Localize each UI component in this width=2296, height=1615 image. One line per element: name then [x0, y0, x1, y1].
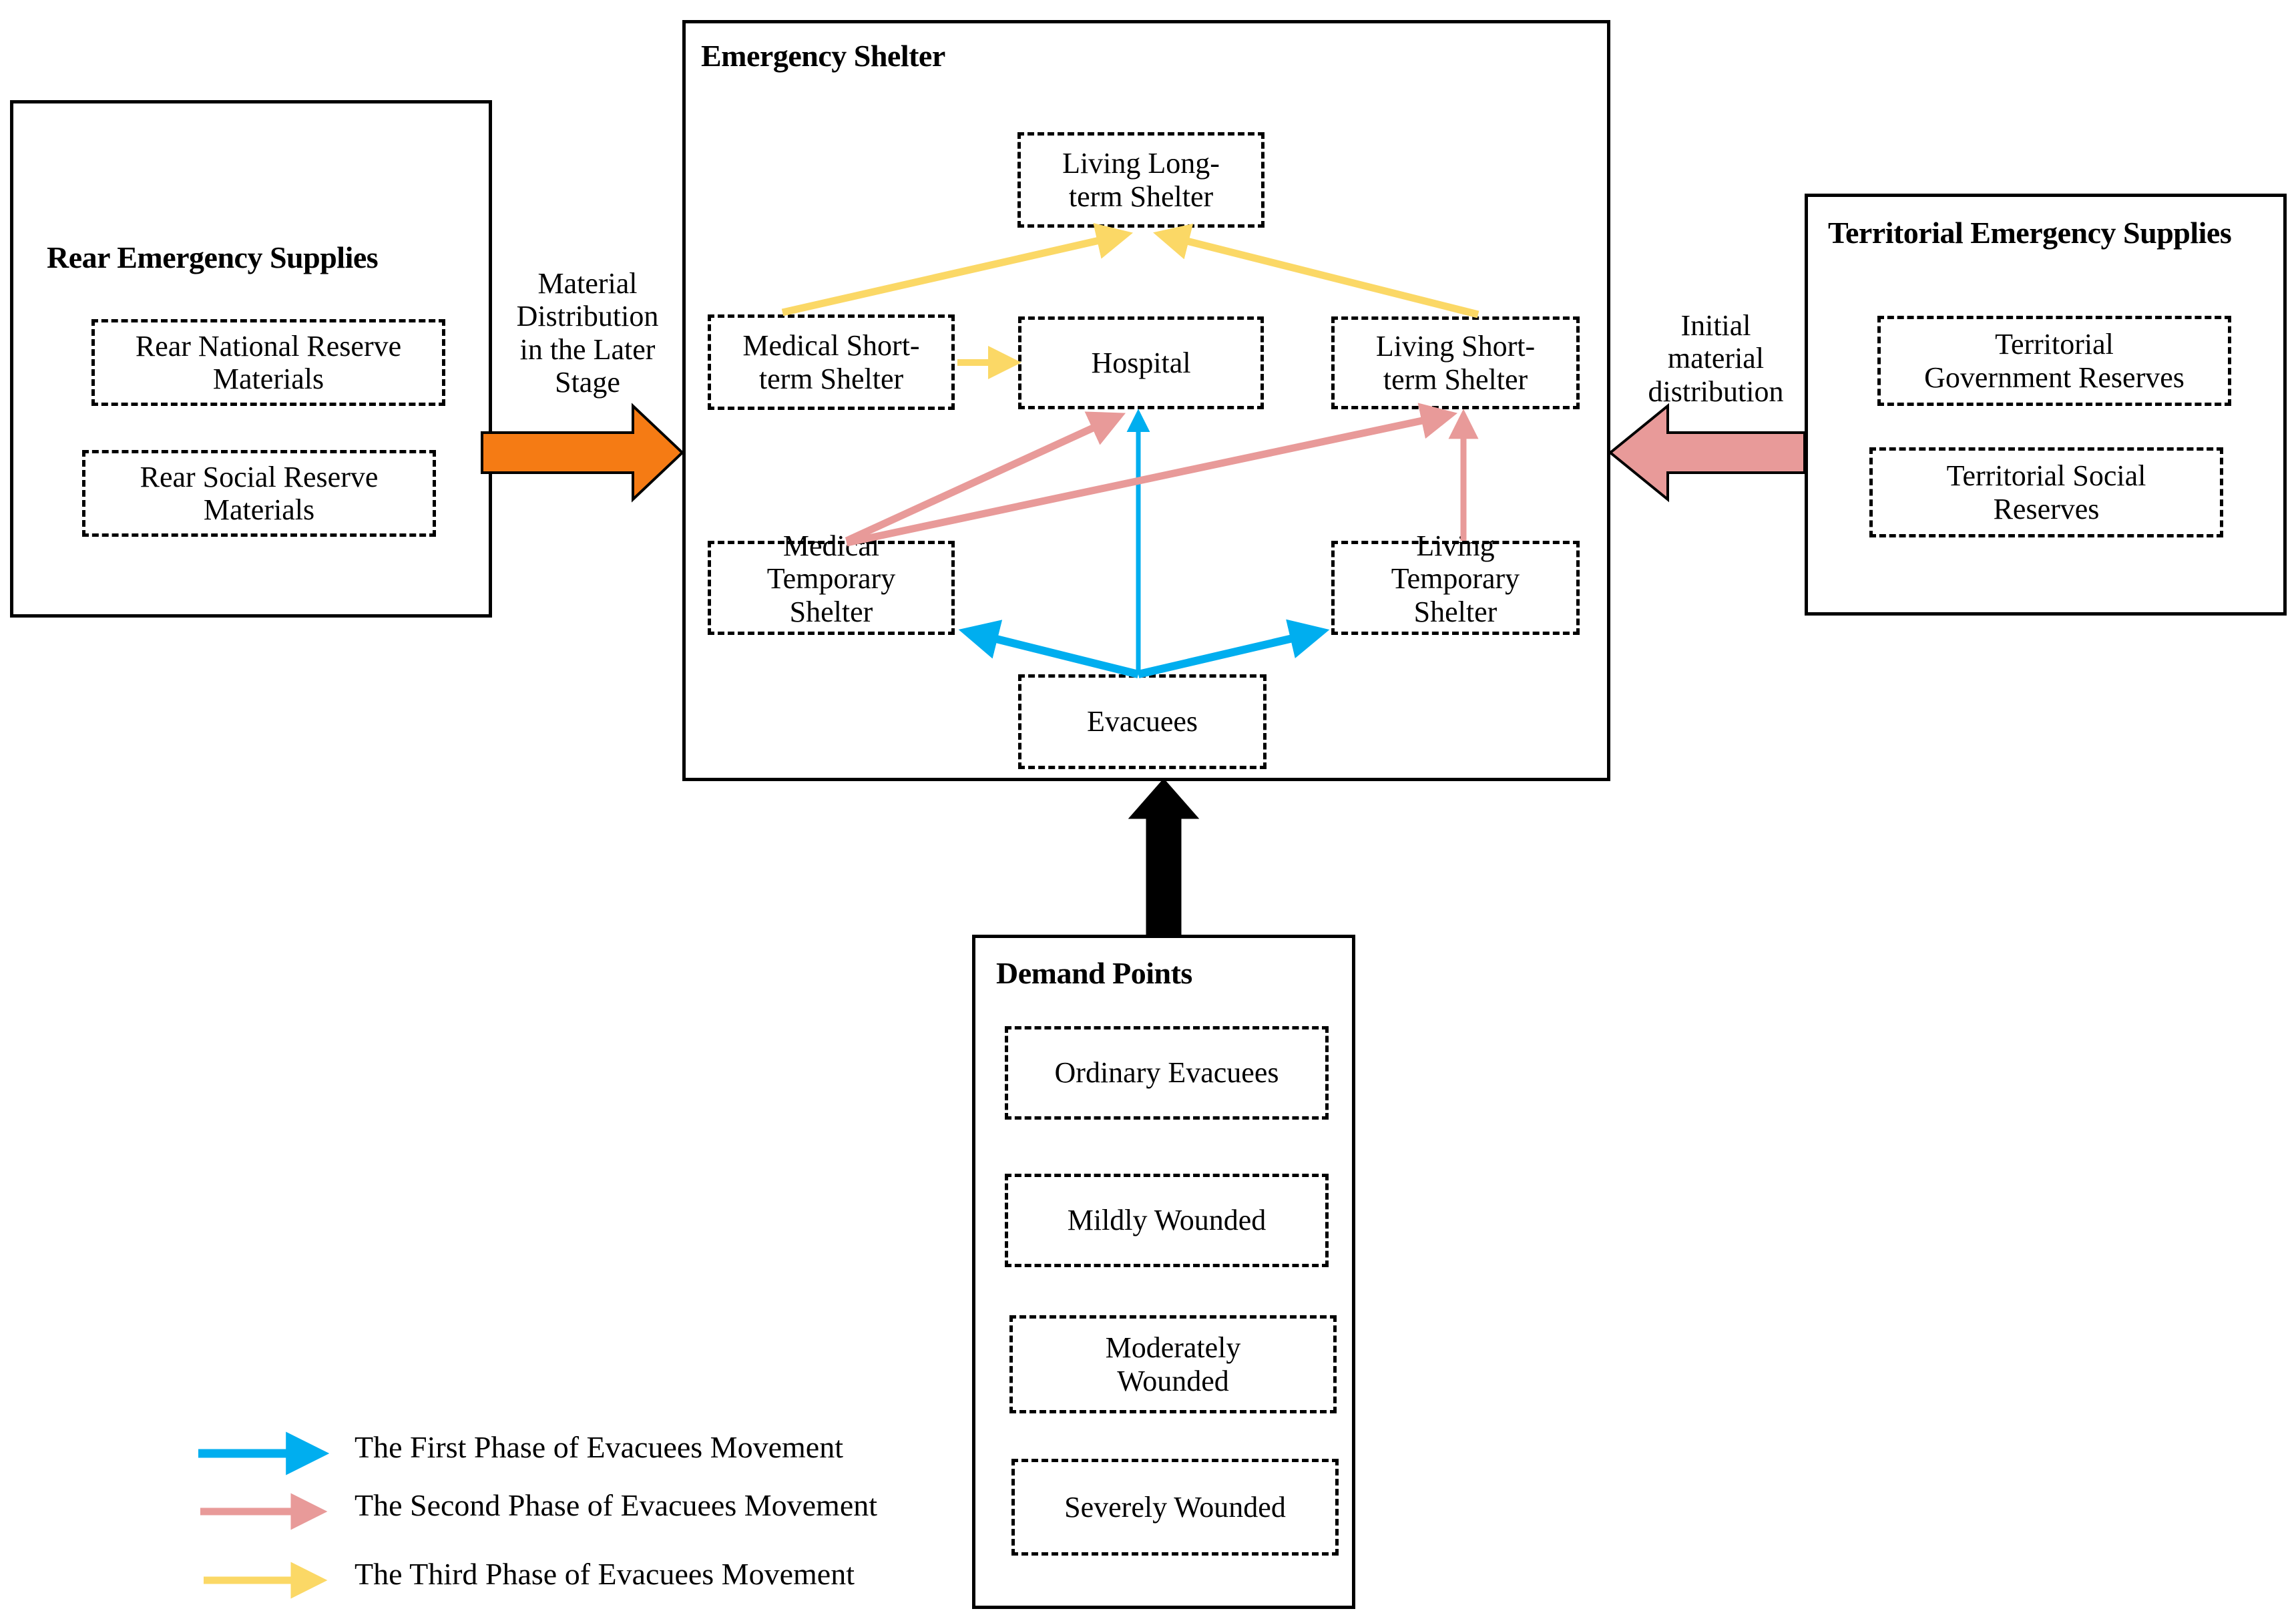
node-hospital-label: Hospital — [1091, 346, 1191, 379]
panel-demand-points — [972, 935, 1355, 1609]
arrow-initial-material-distribution — [1608, 403, 1806, 503]
panel-demand-title: Demand Points — [996, 956, 1192, 990]
legend-item-phase2: The Second Phase of Evacuees Movement — [342, 1490, 877, 1521]
node-evacuees: Evacuees — [1018, 674, 1267, 769]
node-medical-temporary-shelter: Medical Temporary Shelter — [708, 529, 955, 635]
demand-item-ordinary-evacuees-label: Ordinary Evacuees — [1054, 1056, 1279, 1090]
rear-item-national-reserve: Rear National Reserve Materials — [91, 319, 445, 406]
node-evacuees-label: Evacuees — [1086, 705, 1198, 738]
demand-item-mildly-wounded: Mildly Wounded — [1005, 1174, 1329, 1267]
rear-item-social-reserve-label: Rear Social Reserve Materials — [140, 460, 379, 526]
demand-item-mildly-wounded-label: Mildly Wounded — [1067, 1204, 1267, 1237]
territorial-item-social-reserves-label: Territorial Social Reserves — [1946, 459, 2146, 525]
demand-item-severely-wounded-label: Severely Wounded — [1064, 1490, 1286, 1524]
arrow-material-distribution-later-stage — [481, 403, 684, 503]
node-medical-temporary-shelter-label: Medical Temporary Shelter — [766, 529, 896, 628]
demand-item-moderately-wounded: Moderately Wounded — [1009, 1315, 1337, 1413]
territorial-item-government-reserves-label: Territorial Government Reserves — [1924, 328, 2185, 394]
node-living-short-term-shelter: Living Short- term Shelter — [1331, 316, 1580, 409]
legend-item-phase1: The First Phase of Evacuees Movement — [342, 1432, 843, 1463]
node-living-long-term-shelter: Living Long- term Shelter — [1017, 132, 1265, 228]
label-material-distribution-later-stage: Material Distribution in the Later Stage — [516, 267, 659, 399]
territorial-item-social-reserves: Territorial Social Reserves — [1869, 447, 2223, 537]
node-living-temporary-shelter: Living Temporary Shelter — [1331, 529, 1580, 635]
node-hospital: Hospital — [1018, 316, 1264, 409]
panel-territorial-title: Territorial Emergency Supplies — [1828, 216, 2232, 250]
node-living-temporary-shelter-label: Living Temporary Shelter — [1391, 529, 1520, 628]
legend-item-phase3: The Third Phase of Evacuees Movement — [342, 1559, 855, 1590]
demand-item-moderately-wounded-label: Moderately Wounded — [1105, 1331, 1241, 1397]
node-medical-short-term-shelter: Medical Short- term Shelter — [708, 314, 955, 410]
panel-shelter-title: Emergency Shelter — [701, 39, 945, 73]
rear-item-national-reserve-label: Rear National Reserve Materials — [135, 329, 402, 395]
label-initial-material-distribution: Initial material distribution — [1648, 309, 1784, 408]
node-living-long-term-shelter-label: Living Long- term Shelter — [1062, 147, 1220, 213]
demand-item-severely-wounded: Severely Wounded — [1011, 1459, 1339, 1556]
arrow-demand-points-to-shelter — [1128, 778, 1200, 936]
legend-item-phase3-label: The Third Phase of Evacuees Movement — [355, 1557, 855, 1591]
demand-item-ordinary-evacuees: Ordinary Evacuees — [1005, 1026, 1329, 1120]
territorial-item-government-reserves: Territorial Government Reserves — [1877, 316, 2231, 406]
legend-item-phase2-label: The Second Phase of Evacuees Movement — [355, 1488, 878, 1522]
rear-item-social-reserve: Rear Social Reserve Materials — [82, 450, 436, 537]
panel-rear-title: Rear Emergency Supplies — [47, 240, 379, 274]
panel-rear-emergency-supplies — [10, 100, 492, 618]
node-living-short-term-shelter-label: Living Short- term Shelter — [1375, 330, 1536, 396]
legend-item-phase1-label: The First Phase of Evacuees Movement — [355, 1430, 843, 1464]
node-medical-short-term-shelter-label: Medical Short- term Shelter — [742, 329, 920, 395]
